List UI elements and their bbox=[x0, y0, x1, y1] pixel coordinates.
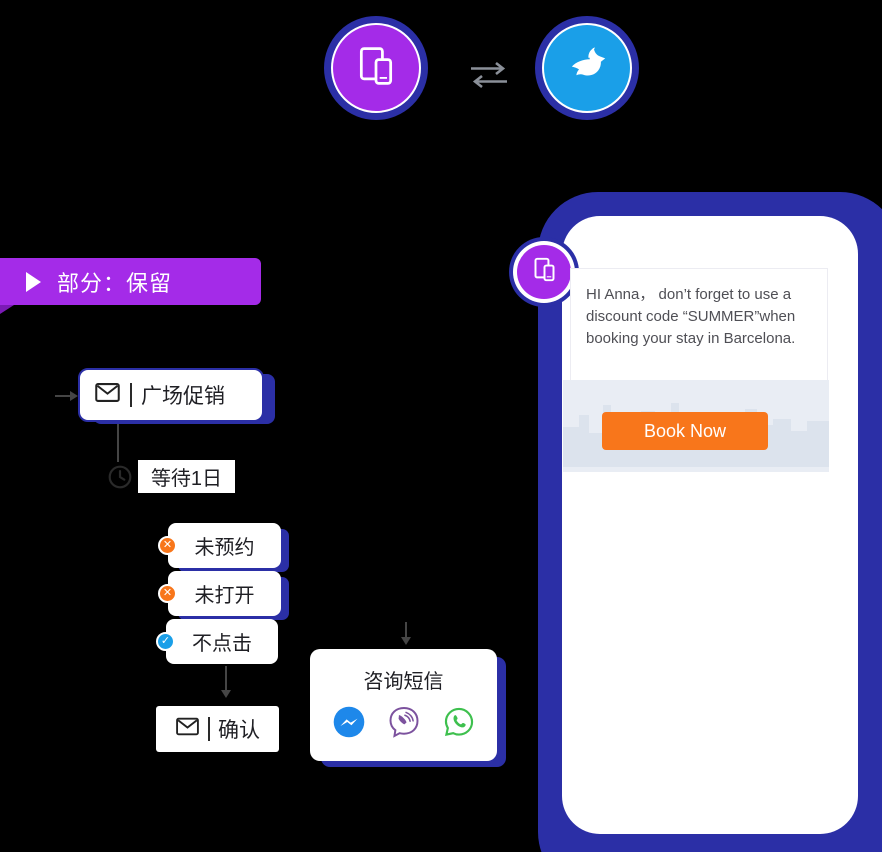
connector-arrowhead bbox=[401, 637, 411, 645]
section-banner-label: 部分：保留 bbox=[57, 270, 173, 296]
badge-ring bbox=[513, 241, 575, 303]
envelope-icon bbox=[94, 379, 121, 411]
connector-line bbox=[225, 666, 227, 692]
check-icon: ✓ bbox=[156, 632, 175, 651]
connector-line bbox=[117, 424, 119, 462]
condition-not-booked[interactable]: ✕ 未预约 bbox=[158, 523, 281, 568]
play-icon bbox=[26, 271, 41, 292]
banner-fold bbox=[0, 305, 14, 314]
sms-node[interactable]: 咨询短信 bbox=[310, 649, 497, 761]
email-promo-label: 广场促销 bbox=[141, 385, 225, 408]
section-banner[interactable]: 部分：保留 bbox=[0, 258, 261, 305]
wait-label: 等待1日 bbox=[150, 468, 223, 490]
connector-line bbox=[55, 395, 72, 397]
email-confirm-label: 确认 bbox=[218, 719, 260, 742]
sms-title: 咨询短信 bbox=[363, 671, 444, 693]
devices-circle bbox=[324, 16, 428, 120]
email-confirm-node[interactable]: 确认 bbox=[156, 706, 279, 752]
condition-label: 未预约 bbox=[194, 537, 255, 559]
book-now-button[interactable]: Book Now bbox=[602, 412, 768, 450]
email-promo-node[interactable]: 广场促销 bbox=[78, 368, 264, 422]
devices-icon bbox=[531, 256, 558, 288]
label-divider bbox=[208, 717, 210, 741]
connector-line bbox=[405, 622, 407, 639]
label-divider bbox=[130, 383, 132, 407]
viber-icon[interactable] bbox=[386, 704, 422, 745]
x-icon: ✕ bbox=[158, 536, 177, 555]
condition-not-opened[interactable]: ✕ 未打开 bbox=[158, 571, 281, 616]
message-banner: Book Now bbox=[563, 380, 829, 472]
devices-icon bbox=[354, 44, 398, 93]
dove-circle bbox=[535, 16, 639, 120]
connector-arrowhead bbox=[70, 391, 78, 401]
message-sender-badge bbox=[509, 237, 579, 307]
condition-not-clicked[interactable]: ✓ 不点击 bbox=[156, 619, 278, 664]
sms-channels bbox=[331, 704, 477, 745]
connector-arrowhead bbox=[221, 690, 231, 698]
condition-label: 未打开 bbox=[194, 585, 255, 607]
clock-icon bbox=[107, 464, 133, 495]
devices-circle-fill bbox=[333, 25, 419, 111]
x-icon: ✕ bbox=[158, 584, 177, 603]
dove-circle-fill bbox=[544, 25, 630, 111]
wait-node[interactable]: 等待1日 bbox=[138, 460, 235, 493]
condition-label: 不点击 bbox=[192, 633, 252, 655]
badge-fill bbox=[517, 245, 571, 299]
swap-arrows-icon bbox=[467, 60, 511, 95]
push-message-text: HI Anna， don’t forget to use a discount … bbox=[570, 268, 828, 380]
envelope-icon bbox=[175, 714, 200, 744]
dove-icon bbox=[564, 43, 610, 94]
whatsapp-icon[interactable] bbox=[441, 704, 477, 745]
messenger-icon[interactable] bbox=[331, 704, 367, 745]
